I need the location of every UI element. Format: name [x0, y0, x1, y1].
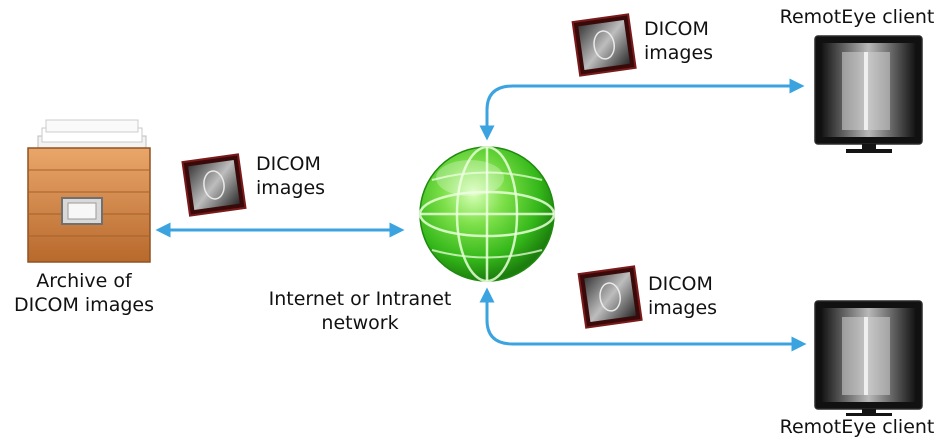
monitor-icon [814, 35, 923, 153]
network-label: Internet or Intranet network [262, 287, 458, 335]
archive-label-line1: Archive of [36, 270, 132, 292]
network-label-line2: network [321, 312, 399, 334]
xray-thumbnail-icon [181, 153, 247, 217]
network-top-client-arrow [479, 78, 805, 141]
network-bottom-client-arrow [479, 287, 807, 352]
network-label-line1: Internet or Intranet [268, 288, 452, 310]
left-transfer-line1: DICOM [256, 153, 321, 175]
top-client-label: RemotEye client [779, 6, 935, 28]
file-drawer-icon [27, 119, 151, 263]
archive-label-line2: DICOM images [14, 294, 154, 316]
xray-thumbnail-icon [571, 13, 637, 77]
bottom-right-transfer-line2: images [648, 297, 718, 319]
bottom-right-transfer-line1: DICOM [648, 273, 713, 295]
bottom-right-transfer-label: DICOM images [648, 272, 717, 320]
top-right-transfer-label: DICOM images [644, 17, 713, 65]
left-transfer-label: DICOM images [256, 152, 325, 200]
left-transfer-line2: images [256, 177, 326, 199]
top-right-transfer-line1: DICOM [644, 18, 709, 40]
archive-label: Archive of DICOM images [8, 269, 160, 317]
top-right-transfer-line2: images [644, 42, 714, 64]
monitor-icon [814, 300, 923, 416]
bottom-client-label: RemotEye client [779, 416, 935, 438]
globe-icon [418, 145, 556, 283]
xray-thumbnail-icon [577, 265, 643, 329]
